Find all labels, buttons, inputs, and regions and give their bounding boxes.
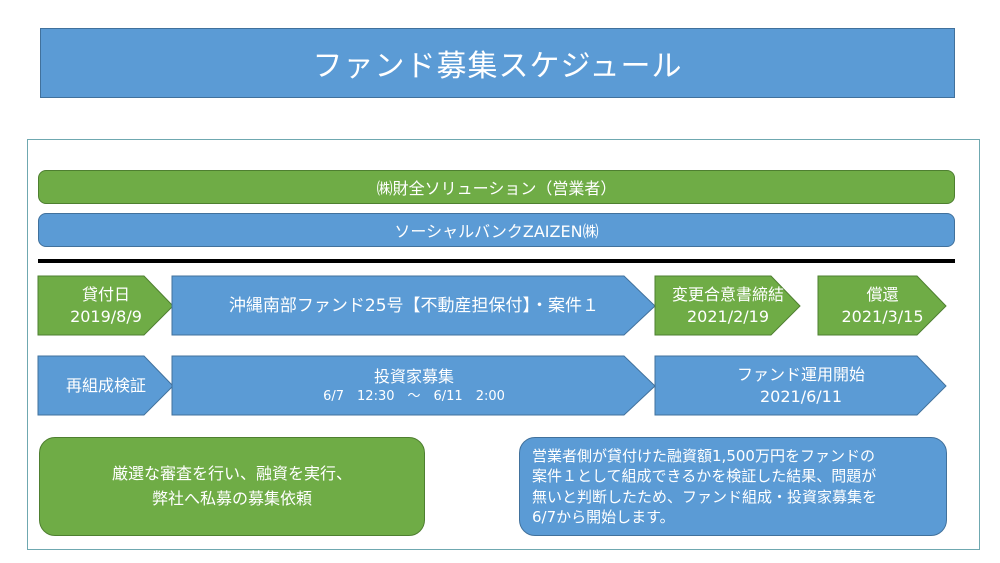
loan-date-label: 貸付日 bbox=[81, 285, 130, 305]
investor-recruitment-arrow: 投資家募集 6/7 12:30 ～ 6/11 2:00 bbox=[171, 355, 656, 416]
reorganization-arrow: 再組成検証 bbox=[37, 355, 174, 416]
timeline-divider bbox=[38, 259, 955, 263]
investor-recruitment-label: 投資家募集 bbox=[373, 367, 454, 387]
fund-start-label: ファンド運用開始 bbox=[736, 365, 865, 385]
fund-start-date: 2021/6/11 bbox=[759, 387, 843, 406]
reorganization-label: 再組成検証 bbox=[65, 376, 146, 396]
page-title: ファンド募集スケジュール bbox=[40, 28, 955, 98]
redemption-date: 2021/3/15 bbox=[841, 307, 924, 326]
operator-company-bar: ㈱財全ソリューション（営業者） bbox=[38, 170, 955, 204]
amendment-label: 変更合意書締結 bbox=[671, 285, 784, 305]
loan-date-value: 2019/8/9 bbox=[70, 307, 142, 326]
fund-name-label: 沖縄南部ファンド25号【不動産担保付】・案件１ bbox=[228, 295, 600, 316]
verification-note: 営業者側が貸付けた融資額1,500万円をファンドの 案件１として組成できるかを検… bbox=[519, 437, 947, 536]
schedule-frame bbox=[27, 139, 980, 550]
fund-name-arrow: 沖縄南部ファンド25号【不動産担保付】・案件１ bbox=[171, 275, 656, 336]
amendment-date: 2021/2/19 bbox=[686, 307, 770, 326]
screening-note: 厳選な審査を行い、融資を実行、 弊社へ私募の募集依頼 bbox=[39, 437, 425, 536]
recruitment-period: 6/7 12:30 ～ 6/11 2:00 bbox=[323, 389, 505, 405]
redemption-label: 償還 bbox=[866, 285, 899, 305]
redemption-arrow: 償還 2021/3/15 bbox=[817, 275, 947, 336]
amendment-arrow: 変更合意書締結 2021/2/19 bbox=[654, 275, 801, 336]
social-bank-bar: ソーシャルバンクZAIZEN㈱ bbox=[38, 213, 955, 247]
loan-date-arrow: 貸付日 2019/8/9 bbox=[37, 275, 174, 336]
fund-start-arrow: ファンド運用開始 2021/6/11 bbox=[654, 355, 947, 416]
